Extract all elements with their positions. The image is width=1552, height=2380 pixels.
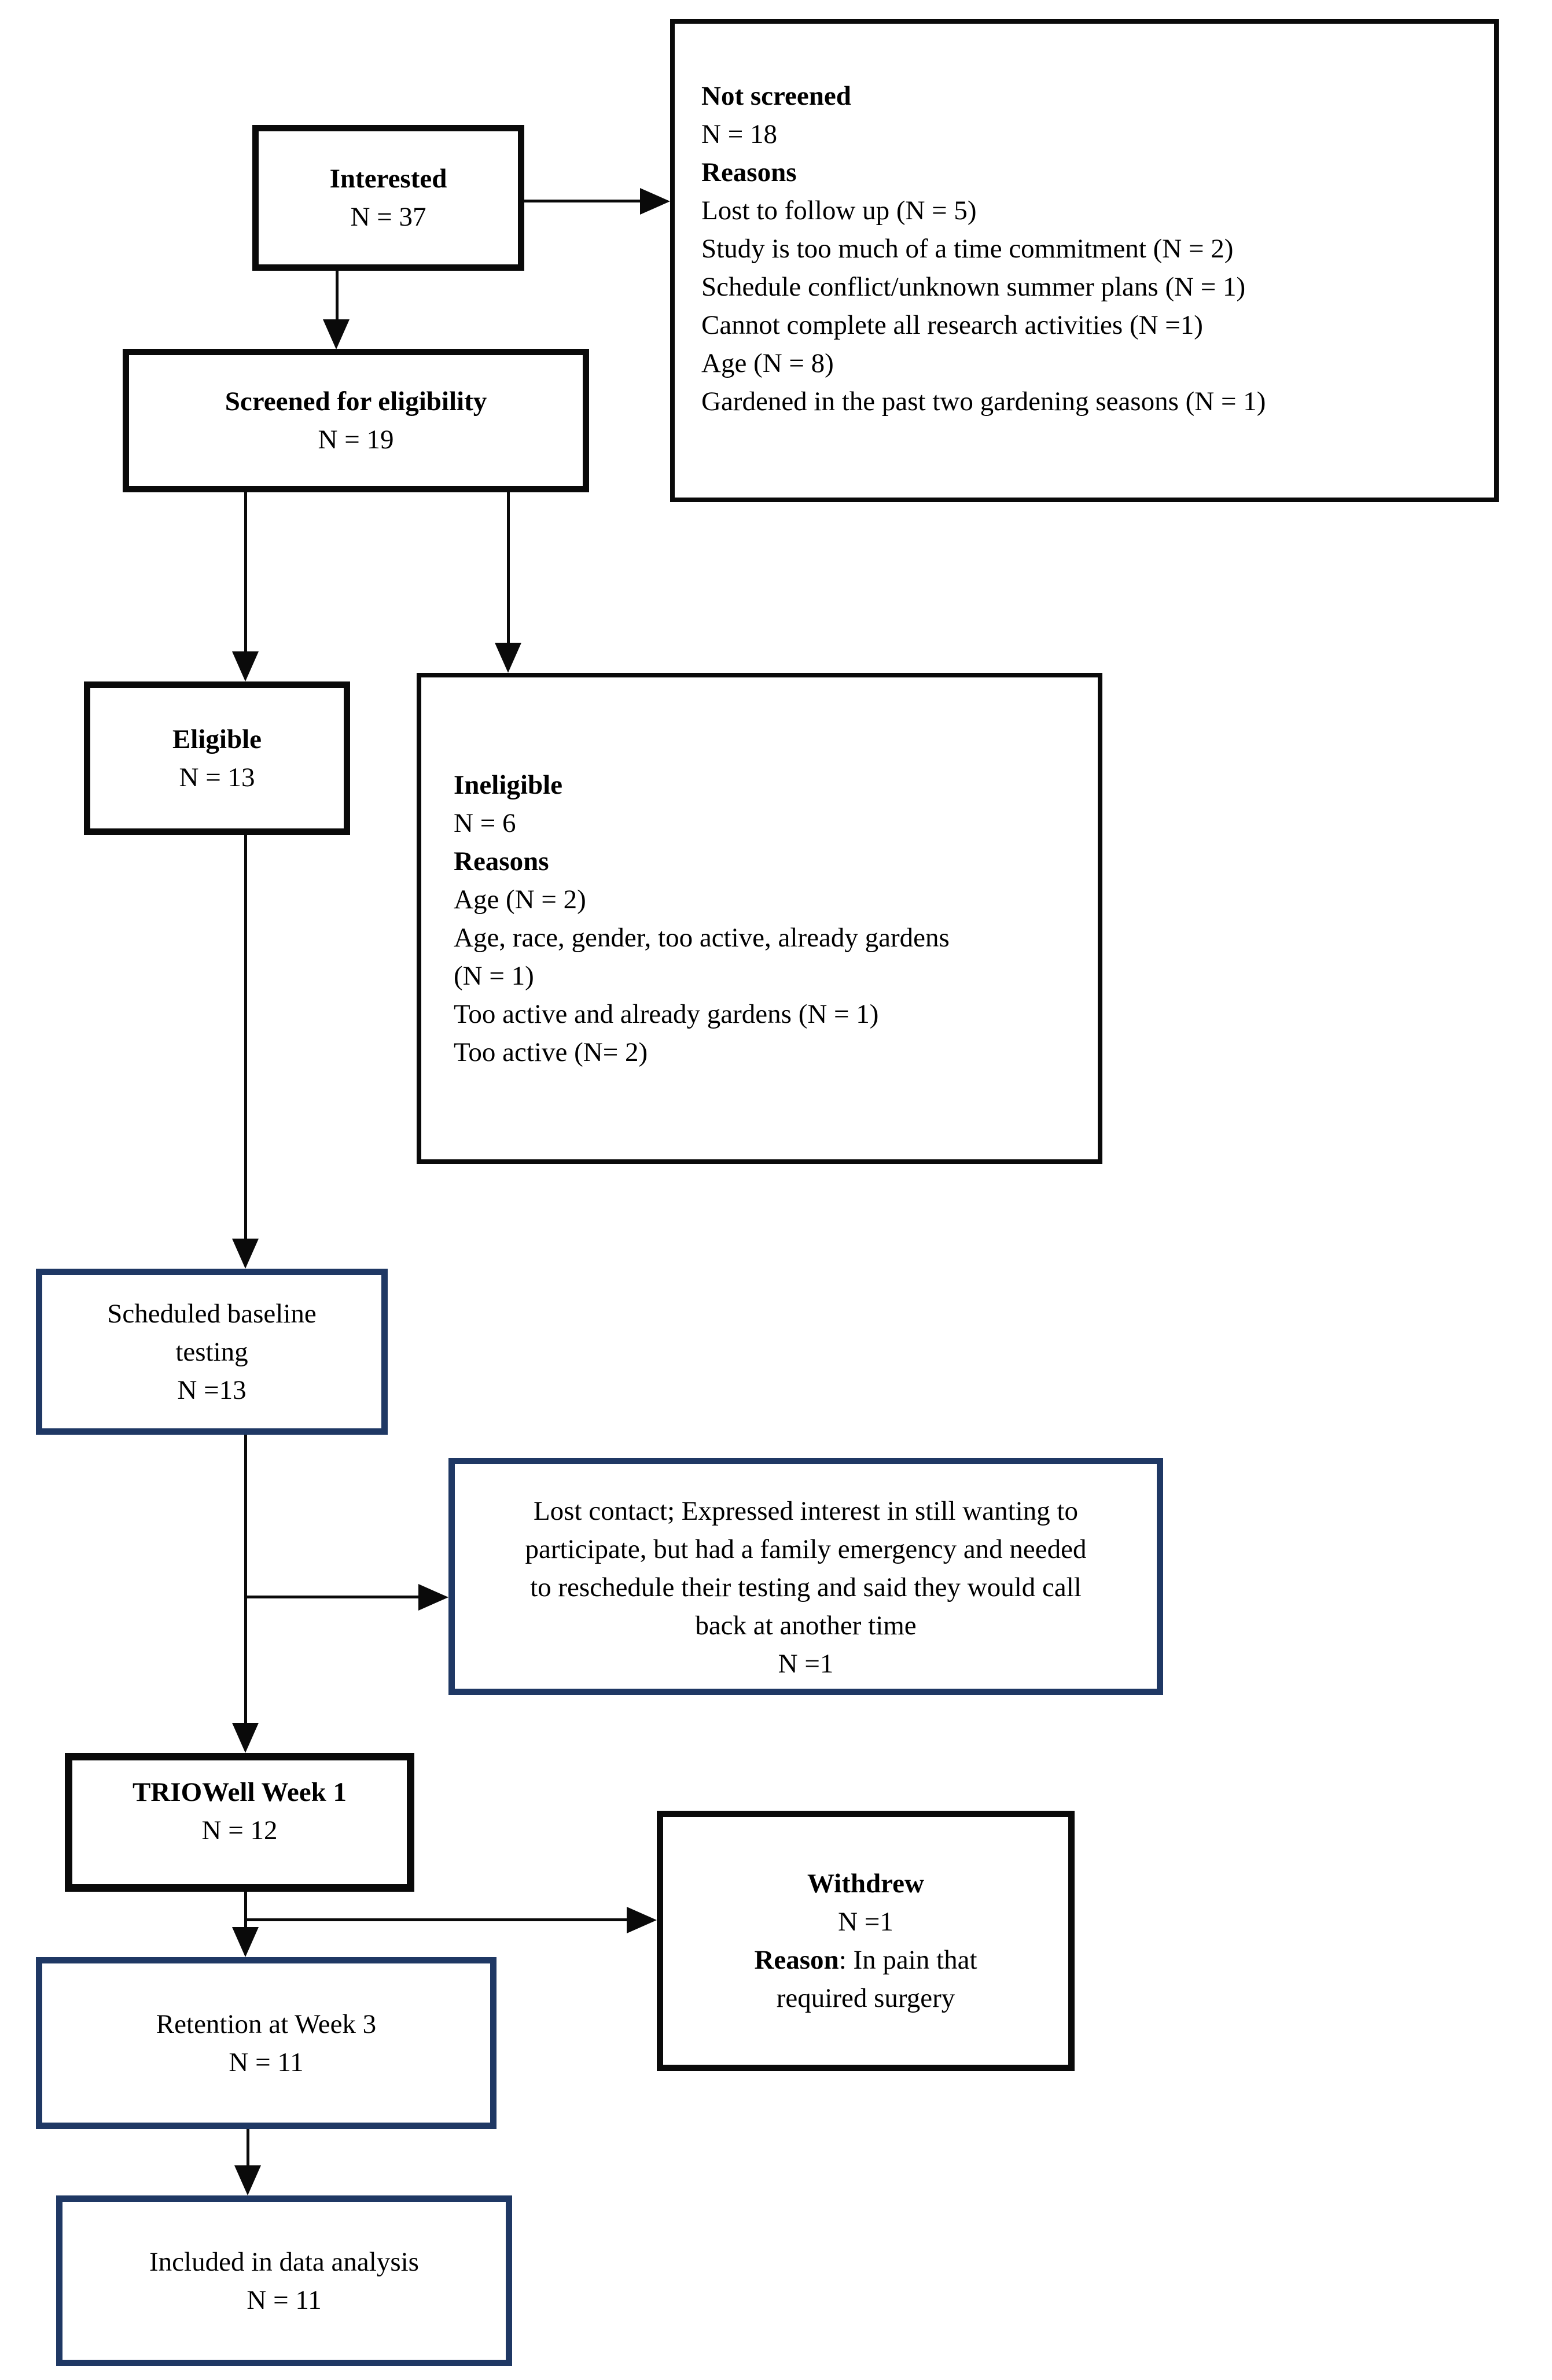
lost-contact-line: to reschedule their testing and said the…	[530, 1572, 1082, 1602]
connector-retention-to-included	[247, 2129, 249, 2167]
ineligible-reason: (N = 1)	[454, 960, 534, 991]
not-screened-reasons-label: Reasons	[701, 157, 797, 187]
not-screened-box: Not screened N = 18 Reasons Lost to foll…	[670, 19, 1499, 502]
scheduled-baseline-line: Scheduled baseline	[107, 1298, 317, 1329]
scheduled-baseline-box: Scheduled baseline testing N =13	[36, 1269, 388, 1435]
connector-branch-to-lost-contact	[245, 1596, 420, 1598]
lost-contact-line: participate, but had a family emergency …	[525, 1534, 1087, 1564]
arrowhead-right-icon	[418, 1584, 448, 1611]
included-title: Included in data analysis	[149, 2246, 419, 2277]
included-n: N = 11	[247, 2285, 322, 2315]
withdrew-reason-line: Reason: In pain that	[754, 1941, 977, 1979]
scheduled-baseline-line: testing	[175, 1336, 248, 1367]
not-screened-reason: Schedule conflict/unknown summer plans (…	[701, 272, 1246, 302]
withdrew-reason-label: Reason	[754, 1945, 839, 1975]
ineligible-reason: Age, race, gender, too active, already g…	[454, 922, 950, 953]
not-screened-reason: Gardened in the past two gardening seaso…	[701, 386, 1266, 417]
connector-eligible-to-scheduled	[244, 835, 247, 1240]
ineligible-box: Ineligible N = 6 Reasons Age (N = 2) Age…	[417, 673, 1102, 1164]
arrowhead-down-icon	[495, 643, 521, 673]
eligible-n: N = 13	[179, 762, 255, 793]
ineligible-title: Ineligible	[454, 769, 563, 800]
retention-n: N = 11	[229, 2047, 304, 2077]
ineligible-reason: Too active and already gardens (N = 1)	[454, 999, 879, 1029]
not-screened-n: N = 18	[701, 119, 777, 149]
arrowhead-down-icon	[232, 1927, 259, 1957]
scheduled-baseline-n: N =13	[177, 1375, 247, 1405]
screened-box: Screened for eligibility N = 19	[123, 349, 589, 492]
lost-contact-box: Lost contact; Expressed interest in stil…	[448, 1458, 1163, 1695]
arrowhead-down-icon	[232, 651, 259, 681]
connector-branch-to-withdrew	[245, 1918, 628, 1921]
not-screened-title: Not screened	[701, 81, 851, 111]
ineligible-reason: Age (N = 2)	[454, 884, 586, 915]
ineligible-reasons-label: Reasons	[454, 846, 549, 876]
not-screened-reason: Cannot complete all research activities …	[701, 310, 1203, 340]
triowell-title: TRIOWell Week 1	[133, 1777, 347, 1807]
arrowhead-right-icon	[640, 188, 670, 215]
not-screened-reason: Study is too much of a time commitment (…	[701, 234, 1234, 264]
triowell-week1-box: TRIOWell Week 1 N = 12	[65, 1753, 414, 1892]
retention-title: Retention at Week 3	[156, 2009, 377, 2039]
screened-n: N = 19	[318, 425, 394, 455]
withdrew-reason-text: : In pain that	[838, 1945, 977, 1975]
arrowhead-down-icon	[234, 2165, 261, 2195]
connector-screened-to-ineligible	[507, 492, 510, 644]
arrowhead-down-icon	[232, 1239, 259, 1269]
arrowhead-down-icon	[323, 319, 350, 349]
connector-interested-to-screened	[336, 271, 339, 322]
triowell-n: N = 12	[201, 1815, 278, 1845]
interested-title: Interested	[329, 164, 447, 194]
interested-n: N = 37	[350, 202, 426, 232]
interested-box: Interested N = 37	[252, 125, 524, 271]
ineligible-reason: Too active (N= 2)	[454, 1037, 648, 1067]
not-screened-reason: Lost to follow up (N = 5)	[701, 196, 977, 226]
not-screened-reason: Age (N = 8)	[701, 348, 834, 378]
included-analysis-box: Included in data analysis N = 11	[56, 2195, 512, 2366]
connector-interested-to-not-screened	[524, 200, 641, 202]
eligible-title: Eligible	[172, 724, 262, 754]
screened-title: Screened for eligibility	[225, 386, 487, 417]
lost-contact-line: Lost contact; Expressed interest in stil…	[533, 1496, 1079, 1526]
retention-week3-box: Retention at Week 3 N = 11	[36, 1957, 497, 2129]
arrowhead-down-icon	[232, 1723, 259, 1753]
lost-contact-line: back at another time	[695, 1611, 917, 1641]
ineligible-n: N = 6	[454, 808, 516, 838]
connector-triowell-to-retention	[244, 1892, 247, 1928]
connector-scheduled-to-triowell	[244, 1435, 247, 1724]
eligible-box: Eligible N = 13	[84, 681, 350, 835]
withdrew-n: N =1	[838, 1907, 893, 1937]
arrowhead-right-icon	[627, 1907, 657, 1933]
connector-screened-to-eligible	[244, 492, 247, 653]
lost-contact-n: N =1	[778, 1649, 834, 1679]
withdrew-title: Withdrew	[807, 1869, 924, 1899]
withdrew-reason-line2: required surgery	[776, 1983, 955, 2013]
withdrew-box: Withdrew N =1 Reason: In pain that requi…	[657, 1811, 1075, 2071]
